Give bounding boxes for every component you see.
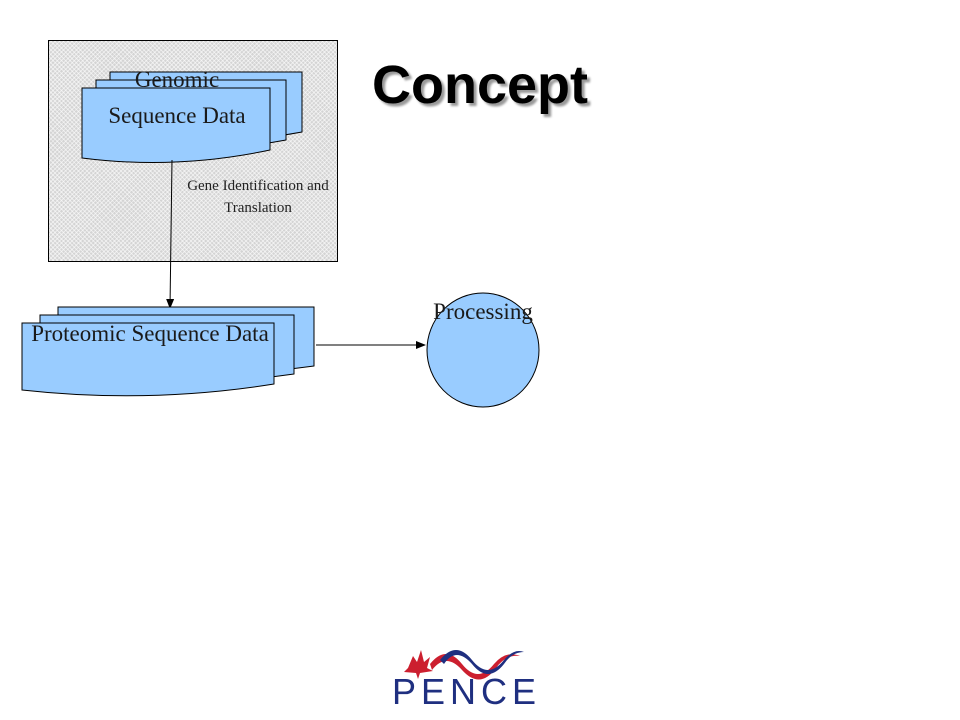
logo-maple-leaf <box>404 650 433 679</box>
processing-circle <box>426 292 540 408</box>
genomic-document-front <box>81 87 271 163</box>
proteomic-document-label: Proteomic Sequence Data <box>31 321 269 346</box>
proteomic-document-stack <box>21 306 315 397</box>
genomic-document-label: Genomic Sequence Data <box>108 67 246 128</box>
translation-arrow <box>166 159 175 309</box>
logo-red-wave <box>430 654 520 680</box>
pence-logo-mark <box>404 650 524 680</box>
pence-logo-text: PENCE <box>392 671 542 712</box>
gene-identification-label: Gene Identification and Translation <box>187 178 329 216</box>
processing-label: Processing <box>433 299 533 324</box>
genomic-document-stack <box>81 71 303 163</box>
proteomic-document-front <box>21 322 275 397</box>
slide-title: Concept <box>372 55 588 115</box>
logo-blue-wave <box>440 650 524 674</box>
